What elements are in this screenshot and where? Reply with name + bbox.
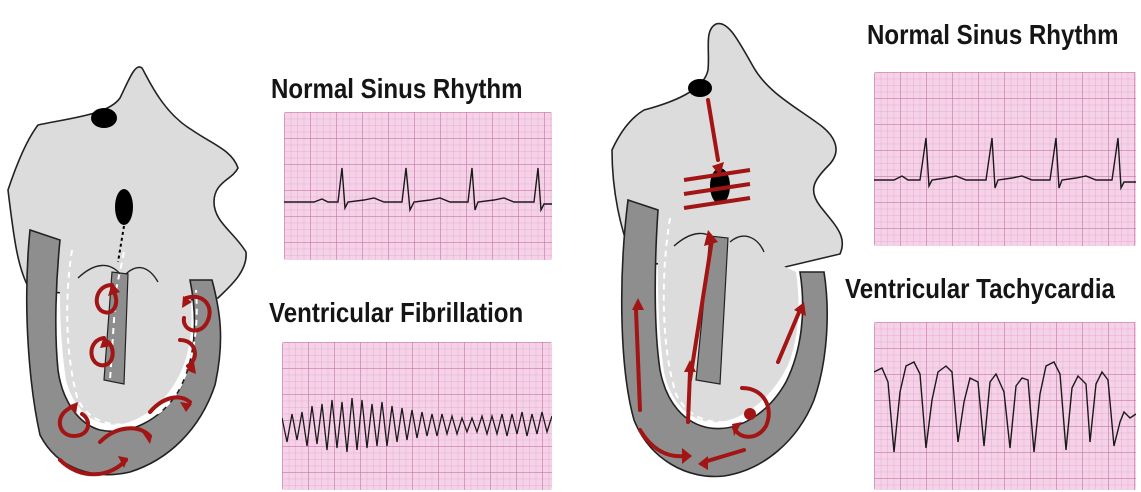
right-bottom-strip-title: Ventricular Tachycardia xyxy=(845,272,1115,306)
heart-diagram-tachycardia xyxy=(604,10,866,490)
nsr-trace-left xyxy=(284,112,552,260)
sa-node xyxy=(91,108,117,128)
av-node xyxy=(115,189,133,225)
left-bottom-ecg-strip xyxy=(282,342,552,490)
right-top-ecg-strip xyxy=(874,72,1136,246)
left-top-ecg-strip xyxy=(284,112,552,260)
right-top-strip-title: Normal Sinus Rhythm xyxy=(867,18,1119,52)
left-bottom-strip-title: Ventricular Fibrillation xyxy=(269,296,523,330)
vfib-trace xyxy=(282,342,552,490)
vtach-trace xyxy=(874,322,1136,490)
ectopic-focus xyxy=(744,408,756,420)
nsr-trace-right xyxy=(874,72,1136,246)
left-top-strip-title: Normal Sinus Rhythm xyxy=(271,72,523,106)
heart-diagram-fibrillation xyxy=(0,40,265,490)
right-bottom-ecg-strip xyxy=(874,322,1136,490)
sa-node-right xyxy=(688,79,712,97)
